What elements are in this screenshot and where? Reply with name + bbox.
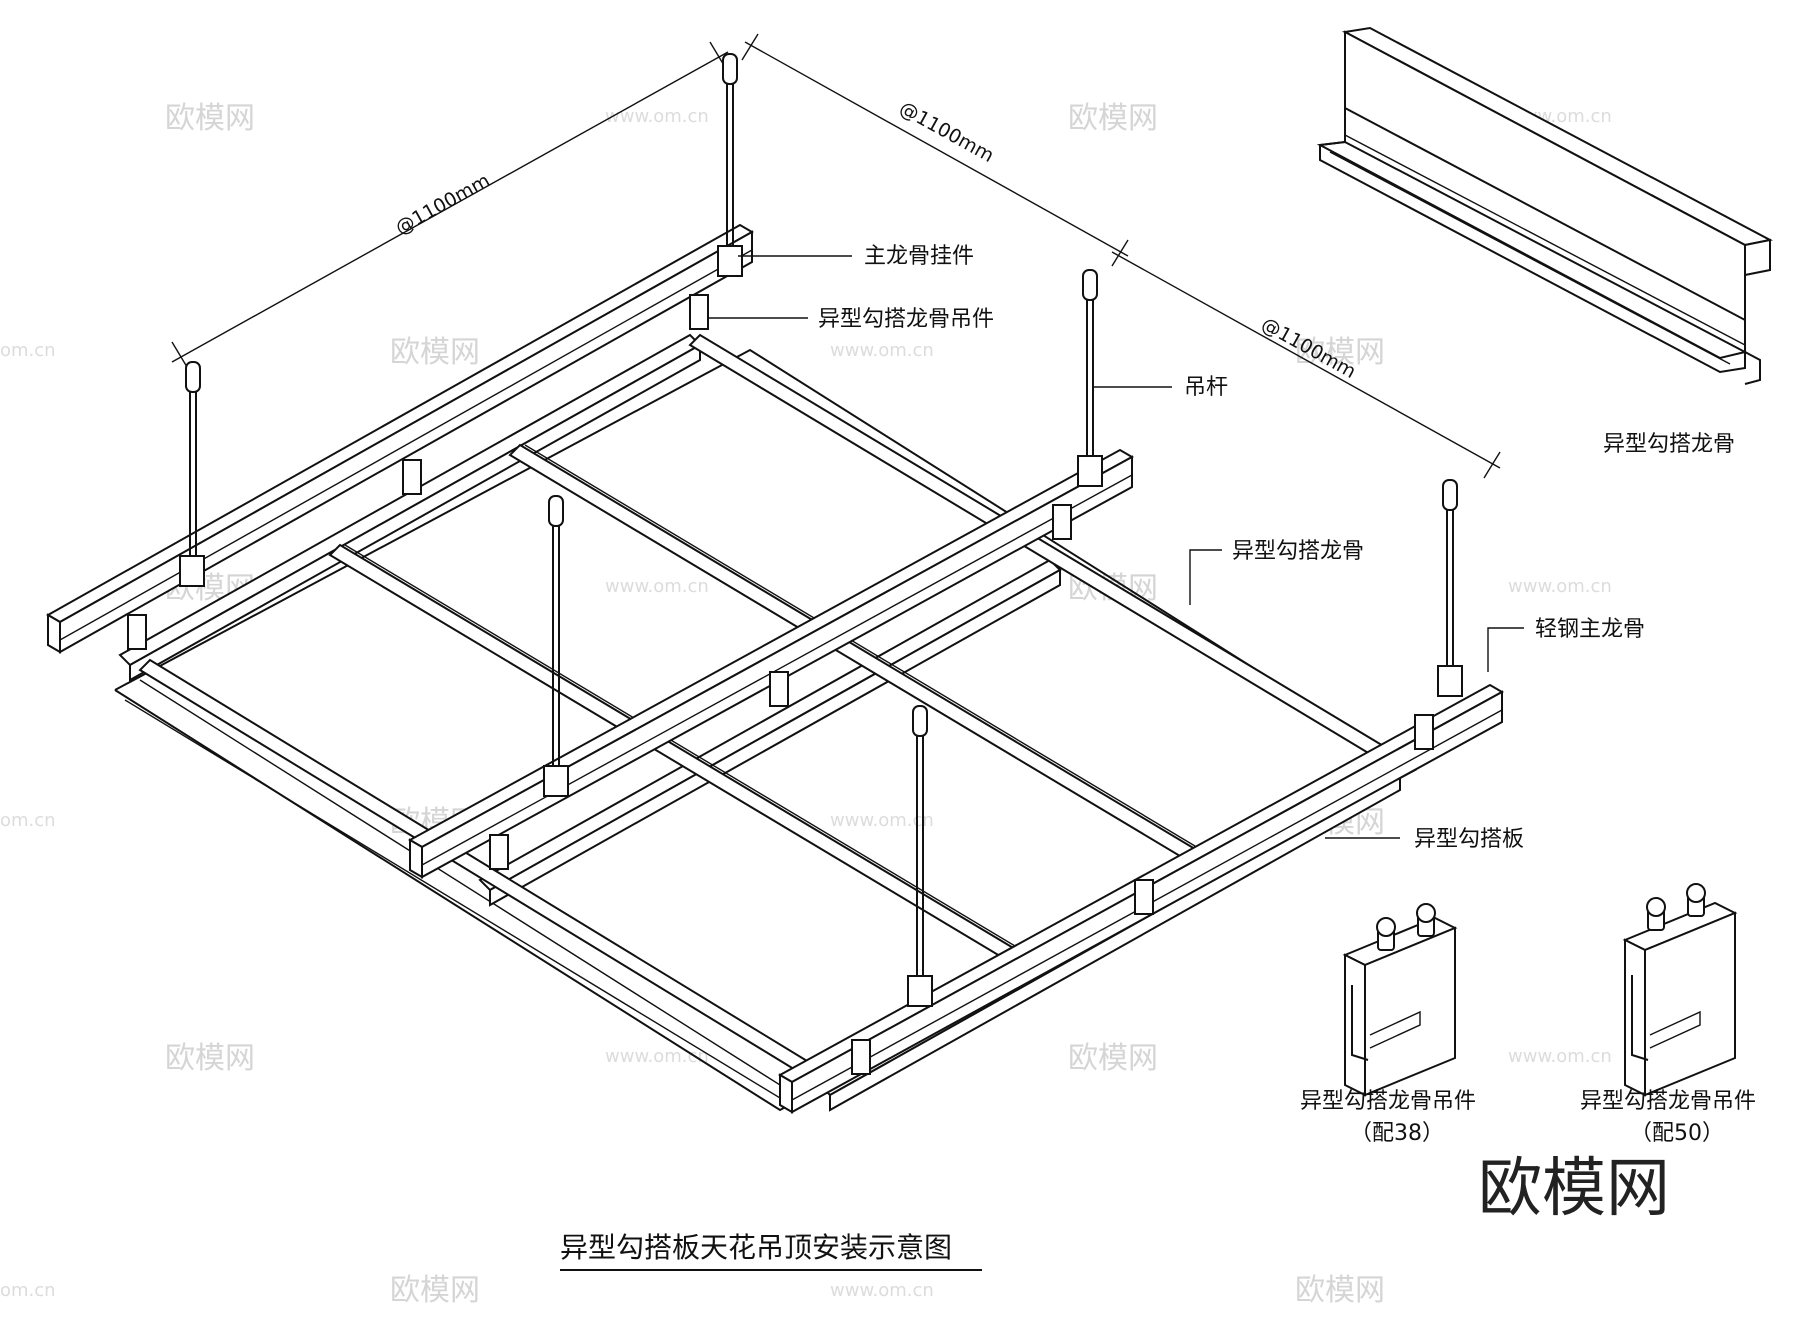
dimension-line-top bbox=[744, 41, 1129, 257]
detail-clip-38-label: 异型勾搭龙骨吊件 bbox=[1300, 1089, 1476, 1114]
watermark-text: 欧模网 bbox=[1295, 335, 1385, 370]
hook-runner-clip bbox=[851, 1039, 871, 1075]
suspension-rods bbox=[185, 53, 1458, 980]
dimension-line-left bbox=[171, 51, 729, 363]
watermark-url: www.om.cn bbox=[1508, 576, 1612, 597]
watermark-url: www.om.cn bbox=[830, 340, 934, 361]
watermark-url: om.cn bbox=[0, 1280, 56, 1301]
detail-clip-38: 异型勾搭龙骨吊件 （配38） bbox=[1300, 903, 1476, 1146]
label-hook-runner: 异型勾搭龙骨 bbox=[1232, 539, 1364, 564]
label-hook-panel: 异型勾搭板 bbox=[1414, 827, 1524, 852]
label-main-runner: 轻钢主龙骨 bbox=[1535, 617, 1645, 642]
hook-runner-clip bbox=[1134, 879, 1154, 915]
suspension-rod bbox=[1442, 479, 1458, 670]
main-runner-hangers bbox=[179, 245, 1463, 1007]
dimension-tick bbox=[1111, 239, 1129, 267]
detail-profile-label: 异型勾搭龙骨 bbox=[1603, 432, 1735, 457]
watermark-text: 欧模网 bbox=[1068, 101, 1158, 136]
watermark-text: 欧模网 bbox=[165, 1041, 255, 1076]
watermark-text: 欧模网 bbox=[1068, 1041, 1158, 1076]
suspension-rod bbox=[1082, 269, 1098, 460]
dimension-tick bbox=[741, 33, 759, 61]
detail-clip-50-spec: （配50） bbox=[1630, 1121, 1724, 1146]
main-runner-hanger bbox=[179, 555, 205, 587]
label-hook-runner-clip: 异型勾搭龙骨吊件 bbox=[818, 307, 994, 332]
ceiling-grid bbox=[45, 53, 1505, 1114]
diagram-title: 异型勾搭板天花吊顶安装示意图 bbox=[560, 1231, 952, 1264]
dimension-label-top: @1100mm bbox=[896, 97, 998, 167]
detail-clip-50: 异型勾搭龙骨吊件 （配50） bbox=[1580, 883, 1756, 1146]
watermark-text: 欧模网 bbox=[165, 101, 255, 136]
callouts: 主龙骨挂件 异型勾搭龙骨吊件 吊杆 异型勾搭龙骨 轻钢主龙骨 异型勾搭板 bbox=[708, 244, 1645, 852]
watermark-url: www.om.cn bbox=[1508, 1046, 1612, 1067]
hook-runner-clip bbox=[769, 671, 789, 707]
hook-runner-clip bbox=[1052, 504, 1072, 540]
main-runners bbox=[45, 223, 1505, 1114]
main-runner-hanger bbox=[1077, 455, 1103, 487]
dimension-label-left: @1100mm bbox=[392, 170, 494, 240]
watermark-text: 欧模网 bbox=[390, 1273, 480, 1308]
main-runner-hanger bbox=[1437, 665, 1463, 697]
main-runner-hanger bbox=[907, 975, 933, 1007]
hook-runner-clip bbox=[127, 614, 147, 650]
watermark-url: www.om.cn bbox=[605, 576, 709, 597]
cross-runners bbox=[138, 333, 1392, 1087]
dimension-tick bbox=[1483, 451, 1501, 479]
hook-runner-clips bbox=[127, 294, 1434, 1075]
hook-runner-clip bbox=[689, 294, 709, 330]
suspension-rod bbox=[722, 53, 738, 250]
detail-profile: 异型勾搭龙骨 bbox=[1316, 26, 1773, 457]
main-runner-hanger bbox=[717, 245, 743, 277]
watermark-url: www.om.cn bbox=[605, 106, 709, 127]
hook-runners bbox=[118, 333, 1402, 1112]
watermark-url: www.om.cn bbox=[605, 1046, 709, 1067]
watermark-text: 欧模网 bbox=[1295, 1273, 1385, 1308]
hook-runner-clip bbox=[402, 459, 422, 495]
watermark-url: www.om.cn bbox=[830, 1280, 934, 1301]
suspension-rod bbox=[912, 705, 928, 980]
brand-watermark: 欧模网 bbox=[1478, 1152, 1670, 1226]
suspension-rod bbox=[548, 495, 564, 770]
watermark-text: 欧模网 bbox=[390, 335, 480, 370]
watermark-url: om.cn bbox=[0, 340, 56, 361]
hook-runner-clip bbox=[489, 834, 509, 870]
watermark-url: om.cn bbox=[0, 810, 56, 831]
detail-clip-38-spec: （配38） bbox=[1350, 1121, 1444, 1146]
dimension-line-right bbox=[1111, 251, 1501, 469]
hook-runner-clip bbox=[1414, 714, 1434, 750]
suspension-rod bbox=[185, 361, 201, 560]
main-runner-hanger bbox=[543, 765, 569, 797]
label-main-runner-hanger: 主龙骨挂件 bbox=[864, 244, 974, 269]
watermark-url: www.om.cn bbox=[830, 810, 934, 831]
label-suspension-rod: 吊杆 bbox=[1184, 375, 1228, 400]
diagram-title-group: 异型勾搭板天花吊顶安装示意图 bbox=[560, 1231, 982, 1271]
detail-clip-50-label: 异型勾搭龙骨吊件 bbox=[1580, 1089, 1756, 1114]
